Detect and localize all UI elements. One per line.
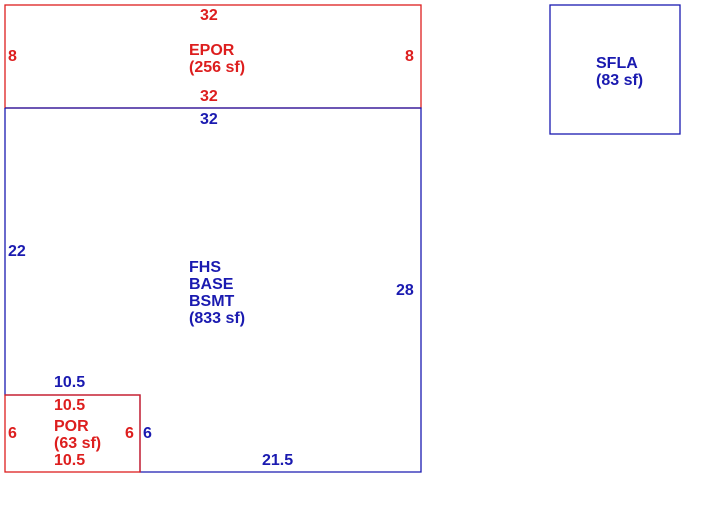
main-notch-top-dimension: 10.5 xyxy=(54,374,86,391)
sfla-outline xyxy=(549,4,681,135)
main-code-bsmt: BSMT xyxy=(189,293,235,310)
por-bottom-dimension: 10.5 xyxy=(54,452,86,469)
por-area-label: POR (63 sf) xyxy=(54,418,101,452)
epor-area-label: EPOR (256 sf) xyxy=(189,42,245,76)
por-outline xyxy=(4,394,141,473)
main-area: (833 sf) xyxy=(189,310,246,327)
por-code: POR xyxy=(54,418,89,435)
por-area: (63 sf) xyxy=(54,435,102,452)
epor-left-dimension: 8 xyxy=(8,48,17,65)
main-left-dimension: 22 xyxy=(8,243,26,260)
sfla-code: SFLA xyxy=(596,55,638,72)
por-right-dimension: 6 xyxy=(125,425,134,442)
epor-top-dimension: 32 xyxy=(200,7,218,24)
main-notch-side-dimension: 6 xyxy=(143,425,152,442)
main-top-dimension: 32 xyxy=(200,111,218,128)
main-bottom-dimension: 21.5 xyxy=(262,452,294,469)
por-top-dimension: 10.5 xyxy=(54,397,86,414)
main-area-label: FHS BASE BSMT (833 sf) xyxy=(189,259,245,327)
sfla-area-label: SFLA (83 sf) xyxy=(596,55,643,89)
main-code-base: BASE xyxy=(189,276,234,293)
epor-right-dimension: 8 xyxy=(405,48,414,65)
main-right-dimension: 28 xyxy=(396,282,414,299)
sfla-area: (83 sf) xyxy=(596,72,644,89)
epor-area: (256 sf) xyxy=(189,59,246,76)
por-left-dimension: 6 xyxy=(8,425,17,442)
epor-code: EPOR xyxy=(189,42,235,59)
main-code-fhs: FHS xyxy=(189,259,221,276)
epor-bottom-dimension: 32 xyxy=(200,88,218,105)
